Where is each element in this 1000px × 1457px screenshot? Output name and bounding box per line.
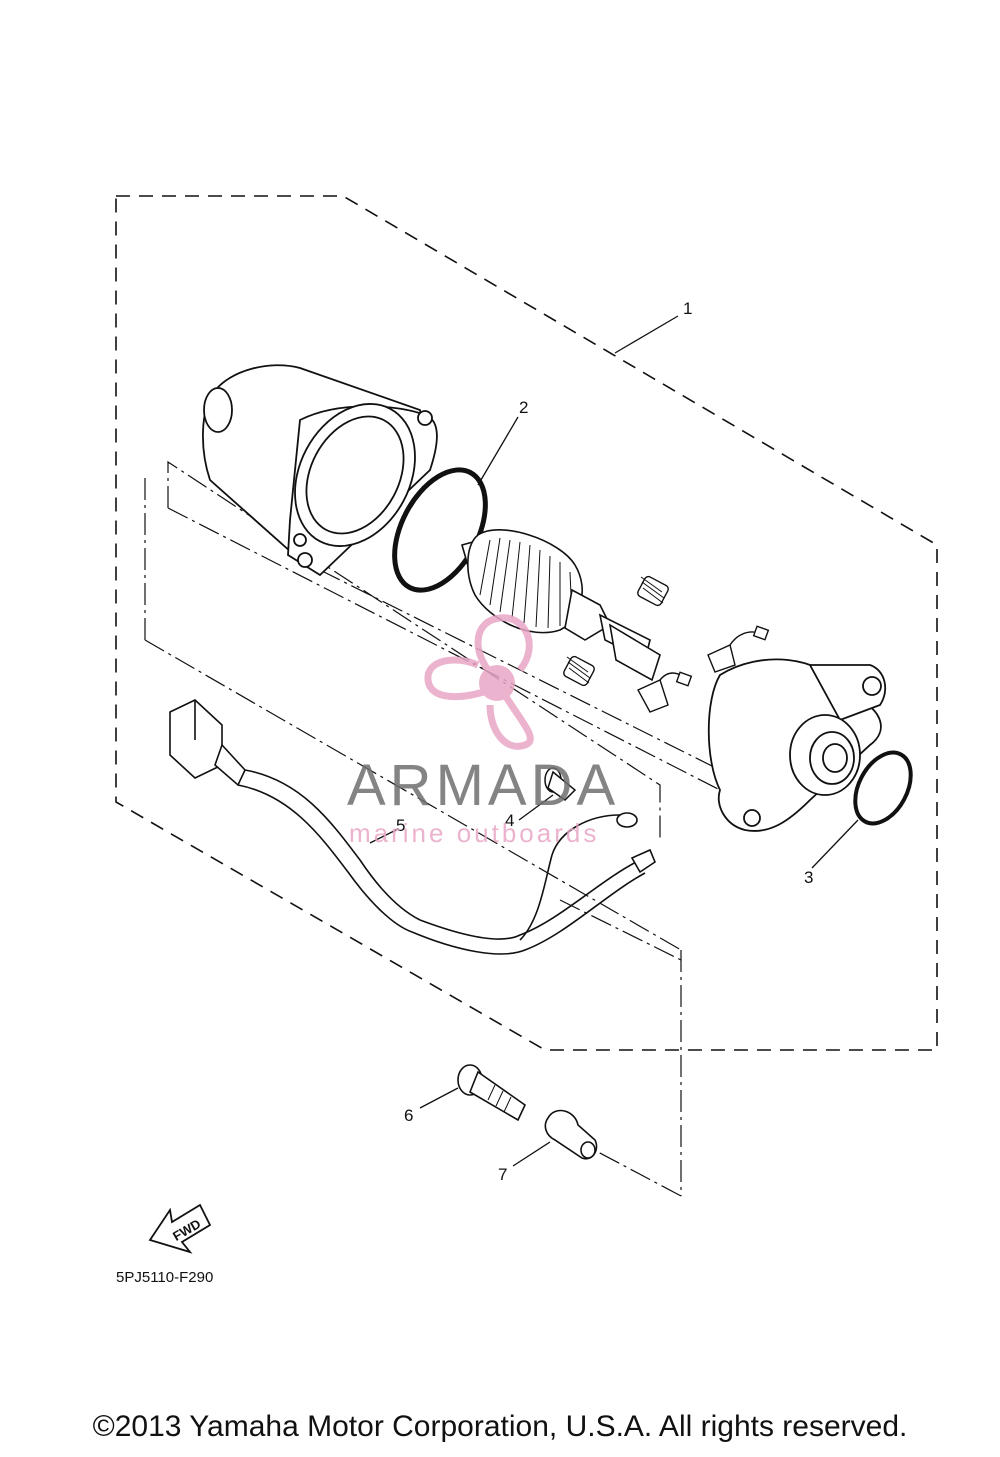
watermark-title: ARMADA: [347, 753, 619, 818]
armature: [461, 529, 661, 682]
callout-2: 2: [519, 398, 528, 417]
bolt: [457, 1064, 527, 1122]
watermark-subtitle: marine outboards: [349, 818, 599, 848]
brush-springs: [563, 575, 669, 687]
callout-3: 3: [804, 868, 813, 887]
clamp: [544, 1109, 598, 1160]
leader-lines: [369, 315, 859, 1167]
copyright-notice: ©2013 Yamaha Motor Corporation, U.S.A. A…: [92, 1410, 908, 1443]
motor-yoke: [202, 364, 438, 577]
diagram-code: 5PJ5110-F290: [116, 1269, 213, 1286]
fwd-arrow-icon: FWD: [148, 1203, 212, 1254]
lead-wire: [169, 699, 656, 955]
assembly-boundary: [115, 195, 938, 1051]
front-cover: [707, 658, 887, 832]
callout-5: 5: [396, 816, 405, 835]
callout-6: 6: [404, 1106, 413, 1125]
propeller-logo-icon: [424, 614, 534, 750]
armada-watermark: ARMADA marine outboards: [347, 614, 619, 848]
screw: [544, 767, 577, 801]
o-ring-small: [853, 750, 913, 826]
callout-7: 7: [498, 1165, 507, 1184]
brushes: [637, 625, 770, 713]
callout-4: 4: [505, 811, 514, 830]
callout-1: 1: [683, 299, 692, 318]
